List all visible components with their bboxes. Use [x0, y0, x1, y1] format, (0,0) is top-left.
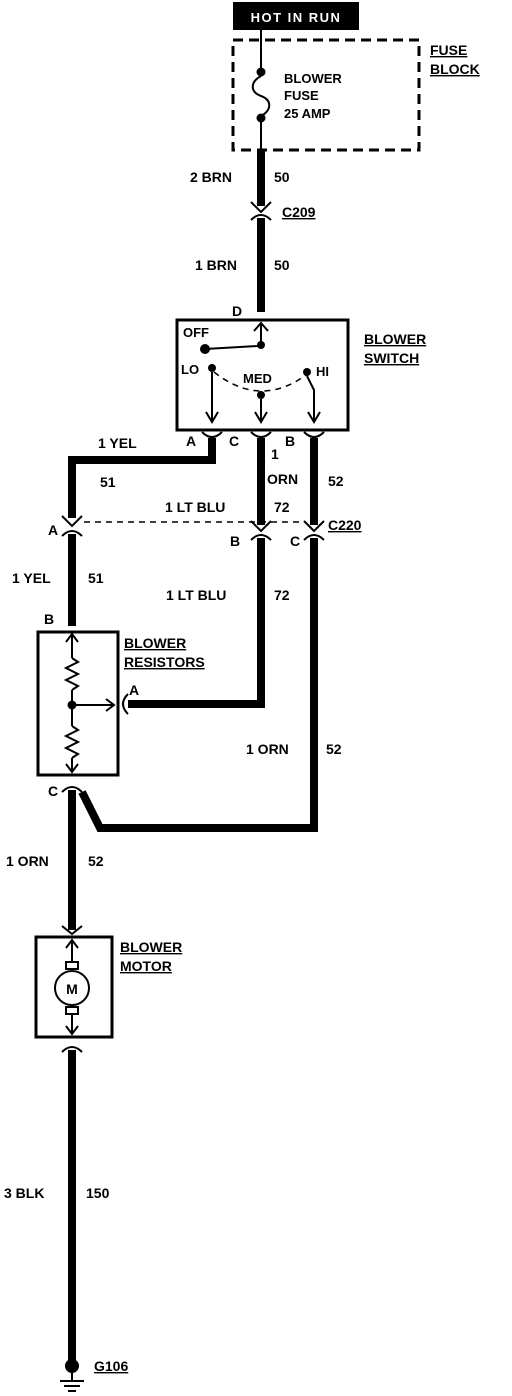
wire-blk-circuit: 150: [86, 1185, 110, 1201]
motor-pin-arrow: [61, 925, 83, 936]
fuse-rating-label: 25 AMP: [284, 106, 331, 121]
resistor-1-icon: [63, 657, 81, 691]
switch-pos-med: MED: [243, 371, 272, 386]
c209-socket: [250, 214, 272, 221]
switch-pin-a-socket: [201, 431, 223, 438]
resistors-title-1: BLOWER: [124, 635, 186, 651]
switch-position-arc: [213, 371, 311, 392]
resistor-2-icon: [63, 725, 81, 759]
fuse-label-2: FUSE: [284, 88, 319, 103]
c220-pin-a: A: [48, 522, 58, 538]
resistors-title-2: RESISTORS: [124, 654, 205, 670]
switch-common-terminal: [257, 341, 265, 349]
c209-pin-arrow: [250, 201, 272, 214]
motor-title-2: MOTOR: [120, 958, 172, 974]
c220-pin-a-socket: [61, 530, 83, 537]
wire-lt-blu-bottom-label: 1 LT BLU: [166, 587, 226, 603]
switch-title-1: BLOWER: [364, 331, 426, 347]
motor-title-1: BLOWER: [120, 939, 182, 955]
wire-1-yel-top: [68, 438, 216, 518]
c220-label: C220: [328, 517, 362, 533]
wire-orn-top-color: ORN: [267, 471, 298, 487]
wire-2-brn-circuit: 50: [274, 169, 290, 185]
c220-pin-b-socket: [250, 534, 272, 541]
switch-hi-lead: [306, 375, 321, 424]
wire-1-orn-right: [78, 538, 318, 832]
switch-off-contact: [200, 344, 210, 354]
wire-yel-bottom-circuit: 51: [88, 570, 104, 586]
wire-orn-top-circuit: 52: [328, 473, 344, 489]
fuse-terminal-top: [256, 67, 266, 77]
fuse-block-title-1: FUSE: [430, 42, 467, 58]
wire-1-brn-label: 1 BRN: [195, 257, 237, 273]
switch-lo-lead: [205, 372, 219, 424]
fuse-block-outline: [231, 38, 421, 152]
hot-in-run-label: HOT IN RUN: [251, 10, 342, 25]
wire-2-brn-label: 2 BRN: [190, 169, 232, 185]
c220-pin-c-socket: [303, 534, 325, 541]
fuse-element-icon: [251, 75, 271, 117]
resistors-a-arrow: [105, 698, 116, 712]
c220-pin-c-arrow: [303, 520, 325, 533]
ground-eyelet: [65, 1359, 79, 1373]
switch-pos-hi: HI: [316, 364, 329, 379]
switch-hi-contact: [303, 368, 311, 376]
switch-pin-b: B: [285, 433, 295, 449]
fuse-label-1: BLOWER: [284, 71, 342, 86]
wire-orn-top-gauge: 1: [271, 446, 279, 462]
resistors-pin-b: B: [44, 611, 54, 627]
wire-yel-bottom-label: 1 YEL: [12, 570, 51, 586]
switch-pin-c-socket: [250, 431, 272, 438]
motor-bottom-arrow: [65, 1025, 79, 1036]
switch-title-2: SWITCH: [364, 350, 419, 366]
switch-pos-lo: LO: [181, 362, 199, 377]
resistors-c-socket: [61, 786, 83, 793]
c220-pin-a-arrow: [61, 515, 83, 528]
c220-pin-b: B: [230, 533, 240, 549]
blower-resistors-box: [36, 630, 120, 777]
resistors-pin-c: C: [48, 783, 58, 799]
switch-med-contact: [257, 391, 265, 399]
c209-label: C209: [282, 204, 316, 220]
wire-yel-top-label: 1 YEL: [98, 435, 137, 451]
wire-1-lt-blu-bottom: [128, 538, 265, 708]
wire-lt-blu-top-label: 1 LT BLU: [165, 499, 225, 515]
switch-pin-c: C: [229, 433, 239, 449]
wire-blk-label: 3 BLK: [4, 1185, 44, 1201]
switch-pin-a: A: [186, 433, 196, 449]
blower-switch-box: [175, 318, 350, 432]
switch-pos-off: OFF: [183, 325, 209, 340]
c220-pin-b-arrow: [250, 520, 272, 533]
fuse-block-title-2: BLOCK: [430, 61, 480, 77]
resistors-c-arrow: [65, 763, 79, 774]
blower-motor-box: [34, 935, 114, 1039]
motor-bottom-socket: [61, 1046, 83, 1053]
switch-pin-d: D: [232, 303, 242, 319]
fuse-terminal-bottom: [256, 113, 266, 123]
wire-lt-blu-bottom-circuit: 72: [274, 587, 290, 603]
g106-label: G106: [94, 1358, 128, 1374]
wire-yel-top-circuit: 51: [100, 474, 116, 490]
wire-orn-motor-circuit: 52: [88, 853, 104, 869]
switch-med-lead: [254, 399, 268, 424]
motor-brush-top: [65, 961, 79, 970]
c220-pin-c: C: [290, 533, 300, 549]
hot-in-run-banner: [233, 2, 359, 30]
wire-orn-motor-label: 1 ORN: [6, 853, 49, 869]
motor-icon: [54, 970, 90, 1006]
resistors-a-socket: [122, 693, 129, 715]
switch-pin-b-socket: [303, 431, 325, 438]
wire-lt-blu-top-circuit: 72: [274, 499, 290, 515]
motor-symbol: M: [66, 981, 78, 997]
switch-wiper: [204, 345, 259, 350]
switch-lo-contact: [208, 364, 216, 372]
resistors-pin-a: A: [129, 682, 139, 698]
wire-1-brn-circuit: 50: [274, 257, 290, 273]
wire-orn-right-label: 1 ORN: [246, 741, 289, 757]
wire-orn-right-circuit: 52: [326, 741, 342, 757]
